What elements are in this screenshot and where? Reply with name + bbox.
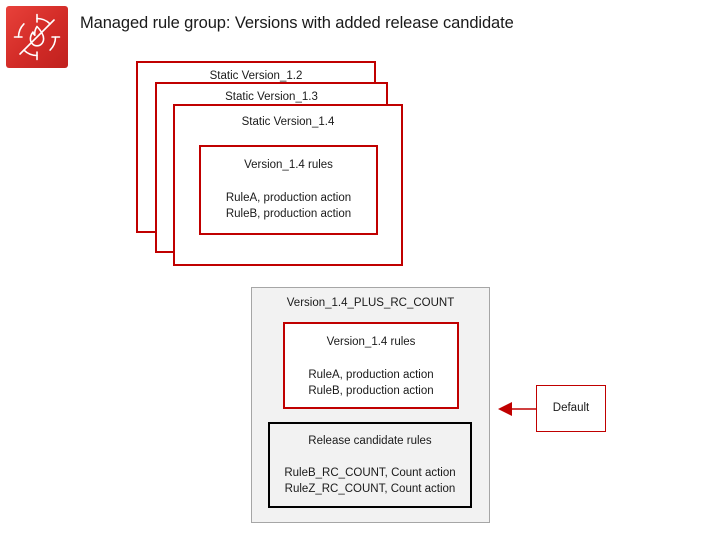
- rule-item: RuleB, production action: [225, 208, 352, 220]
- release-candidate-version-label: Version_1.4_PLUS_RC_COUNT: [286, 297, 455, 309]
- version-rules-box[interactable]: Version_1.4 rules RuleA, production acti…: [199, 145, 378, 235]
- release-candidate-rules-box[interactable]: Release candidate rules RuleB_RC_COUNT, …: [268, 422, 472, 508]
- version-rules-heading: Version_1.4 rules: [326, 336, 416, 348]
- rule-item: RuleA, production action: [225, 192, 352, 204]
- version-rules-heading: Version_1.4 rules: [244, 159, 333, 171]
- release-candidate-rules-list: RuleB_RC_COUNT, Count action RuleZ_RC_CO…: [270, 465, 470, 497]
- page-title: Managed rule group: Versions with added …: [80, 14, 514, 32]
- rule-item: RuleZ_RC_COUNT, Count action: [284, 483, 456, 495]
- static-version-label: Static Version_1.4: [241, 116, 335, 128]
- release-candidate-rules-heading: Release candidate rules: [308, 435, 432, 447]
- rule-item: RuleB_RC_COUNT, Count action: [284, 467, 456, 479]
- rule-item: RuleA, production action: [308, 369, 434, 381]
- rule-item: RuleB, production action: [308, 385, 434, 397]
- aws-waf-icon: [6, 6, 68, 68]
- static-version-label: Static Version_1.2: [209, 70, 303, 82]
- version-rules-list: RuleA, production action RuleB, producti…: [201, 190, 376, 222]
- default-callout-label: Default: [552, 402, 590, 414]
- version-rules-list: RuleA, production action RuleB, producti…: [285, 367, 457, 399]
- version-rules-box-rc[interactable]: Version_1.4 rules RuleA, production acti…: [283, 322, 459, 409]
- static-version-label: Static Version_1.3: [225, 91, 318, 103]
- default-callout-box[interactable]: Default: [536, 385, 606, 432]
- left-arrow-icon: [498, 402, 540, 416]
